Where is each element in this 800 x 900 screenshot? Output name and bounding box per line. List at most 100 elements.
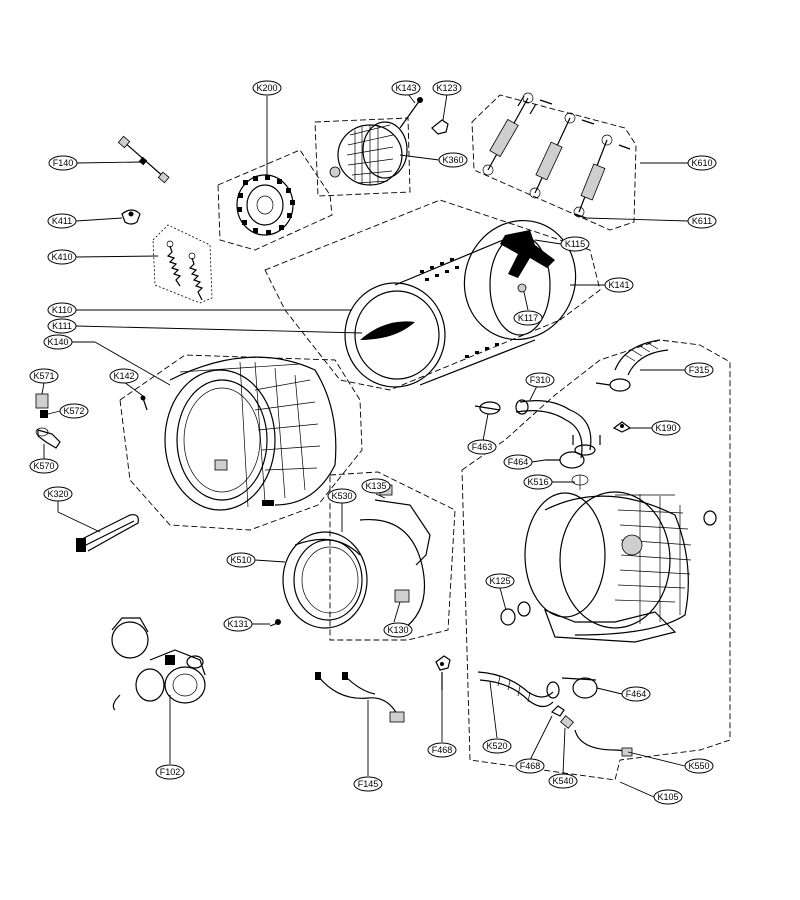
svg-text:K105: K105 [657,792,678,802]
svg-text:F464: F464 [626,689,647,699]
part-k520-hose [477,671,560,708]
svg-text:F310: F310 [530,375,551,385]
svg-text:K135: K135 [365,481,386,491]
part-f102-pump [111,617,206,711]
part-f315-hose [595,339,669,392]
svg-text:F145: F145 [358,779,379,789]
callout-k550: K550 [684,758,714,774]
part-k141-back-plate [463,219,577,341]
part-k610-shock-absorbers [482,92,631,219]
svg-text:K125: K125 [489,576,510,586]
part-k190 [612,421,632,433]
svg-text:K510: K510 [230,555,251,565]
svg-text:K530: K530 [331,491,352,501]
svg-text:K410: K410 [51,252,72,262]
svg-text:K115: K115 [565,239,585,249]
callout-k571: K571 [29,368,59,384]
svg-text:K110: K110 [52,305,72,315]
part-k110-drum [344,234,551,388]
svg-text:K142: K142 [113,371,134,381]
callout-k105: K105 [653,789,683,805]
part-f468-clip [435,655,451,690]
callout-f145: F145 [353,776,383,792]
svg-text:K610: K610 [691,158,712,168]
svg-text:K572: K572 [63,406,84,416]
svg-text:K611: K611 [692,216,712,226]
callout-f102: F102 [155,764,185,780]
callout-f463: F463 [467,439,497,455]
leader-lines [41,93,689,798]
svg-text:F140: F140 [53,158,74,168]
part-k320-heater [76,514,139,552]
callout-k530: K530 [327,488,357,504]
svg-text:K411: K411 [52,216,72,226]
callout-k131: K131 [223,616,253,632]
callout-k190: K190 [651,420,681,436]
svg-text:K117: K117 [518,313,538,323]
svg-text:K520: K520 [486,741,507,751]
part-f464-clamp-top [545,451,585,469]
callout-k200: K200 [252,80,282,96]
callout-k516: K516 [523,474,553,490]
callout-k135: K135 [361,478,391,494]
part-k200-rotor [236,174,295,236]
part-k142-screw [140,395,148,411]
svg-text:K320: K320 [47,489,68,499]
part-k530-gasket [269,484,431,631]
svg-text:K141: K141 [608,280,629,290]
callout-k142: K142 [109,368,139,384]
svg-text:K123: K123 [436,83,457,93]
svg-text:K540: K540 [552,776,573,786]
svg-text:K130: K130 [387,625,408,635]
callout-f468-right: F468 [515,758,545,774]
callout-k510: K510 [226,552,256,568]
callout-k125: K125 [485,573,515,589]
svg-text:K190: K190 [655,423,676,433]
callout-k140: K140 [43,334,73,350]
part-k410-springs [166,240,204,301]
svg-text:K140: K140 [47,337,68,347]
part-k105-tub [500,474,717,643]
svg-text:F464: F464 [508,457,529,467]
svg-text:F468: F468 [520,761,541,771]
svg-text:K360: K360 [442,155,463,165]
callout-k520: K520 [482,738,512,754]
part-k360-stator [329,97,449,186]
part-f464-clamp-bottom [561,677,598,699]
callout-k411: K411 [47,213,77,229]
callout-labels: K200 K143 K123 K360 K610 K611 F140 K411 … [29,80,717,805]
callout-k117: K117 [513,310,543,326]
callout-f468-left: F468 [427,742,457,758]
group-outlines [119,94,731,781]
callout-k111: K111 [47,318,77,334]
callout-k360: K360 [438,152,468,168]
part-f463-clamp [474,401,501,415]
part-k540-k550-sensor [550,705,633,757]
callout-k130: K130 [383,622,413,638]
callout-k110: K110 [47,302,77,318]
part-f140-sensor [117,135,170,184]
callout-k540: K540 [548,773,578,789]
part-k140-front-tub [164,356,337,511]
callout-f464-top: F464 [503,454,533,470]
svg-text:K550: K550 [688,761,709,771]
svg-text:K516: K516 [527,477,548,487]
svg-text:F463: F463 [472,442,493,452]
callout-k320: K320 [43,486,73,502]
callout-f140: F140 [48,155,78,171]
svg-text:K570: K570 [33,461,54,471]
part-f310-hose [515,399,601,459]
part-k411-clip [121,209,141,225]
svg-text:F102: F102 [160,767,181,777]
part-k571-k572-k570 [35,393,61,449]
svg-text:K111: K111 [52,321,72,331]
svg-text:K571: K571 [33,371,54,381]
callout-k572: K572 [59,403,89,419]
svg-text:K131: K131 [227,619,248,629]
callout-k143: K143 [391,80,421,96]
part-f145-harness [315,672,405,723]
svg-text:K143: K143 [395,83,416,93]
svg-text:K200: K200 [256,83,277,93]
callout-k123: K123 [432,80,462,96]
callout-f315: F315 [684,362,714,378]
